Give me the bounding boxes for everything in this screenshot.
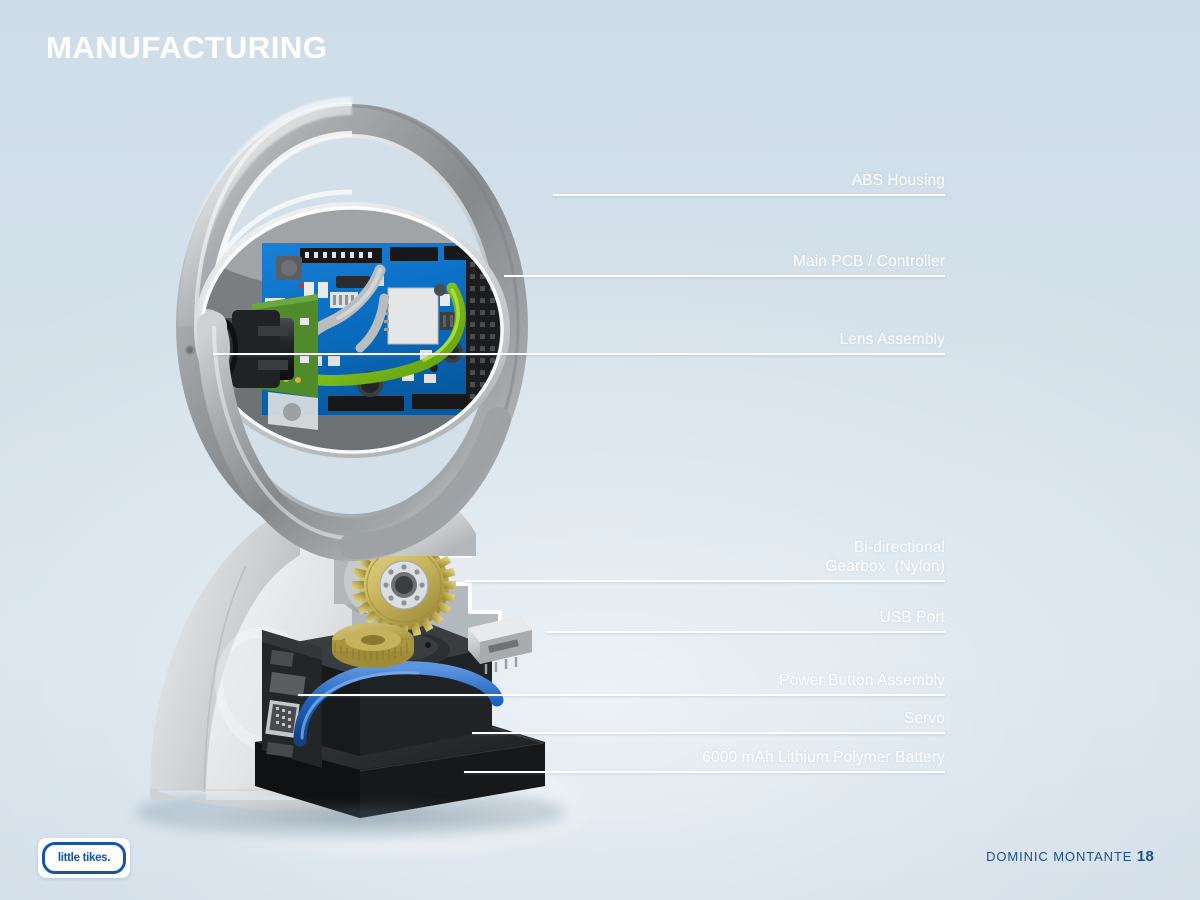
little-tikes-logo: little tikes. — [38, 838, 130, 878]
usb-connector — [468, 616, 532, 674]
logo-pill: little tikes. — [42, 842, 126, 874]
green-cable — [312, 282, 466, 386]
gearbox-nylon — [332, 533, 456, 668]
credit-name: DOMINIC MONTANTE — [986, 849, 1133, 864]
blue-cable — [293, 661, 504, 747]
logo-text: little tikes. — [57, 852, 111, 864]
power-button-assembly — [262, 630, 322, 768]
footer-credit: DOMINIC MONTANTE 18 — [986, 848, 1154, 865]
camera-head — [185, 189, 510, 458]
page-title: MANUFACTURING — [46, 30, 328, 65]
pinion-gear — [332, 623, 414, 668]
page-number: 18 — [1136, 848, 1154, 865]
contact-shadow — [150, 795, 580, 837]
